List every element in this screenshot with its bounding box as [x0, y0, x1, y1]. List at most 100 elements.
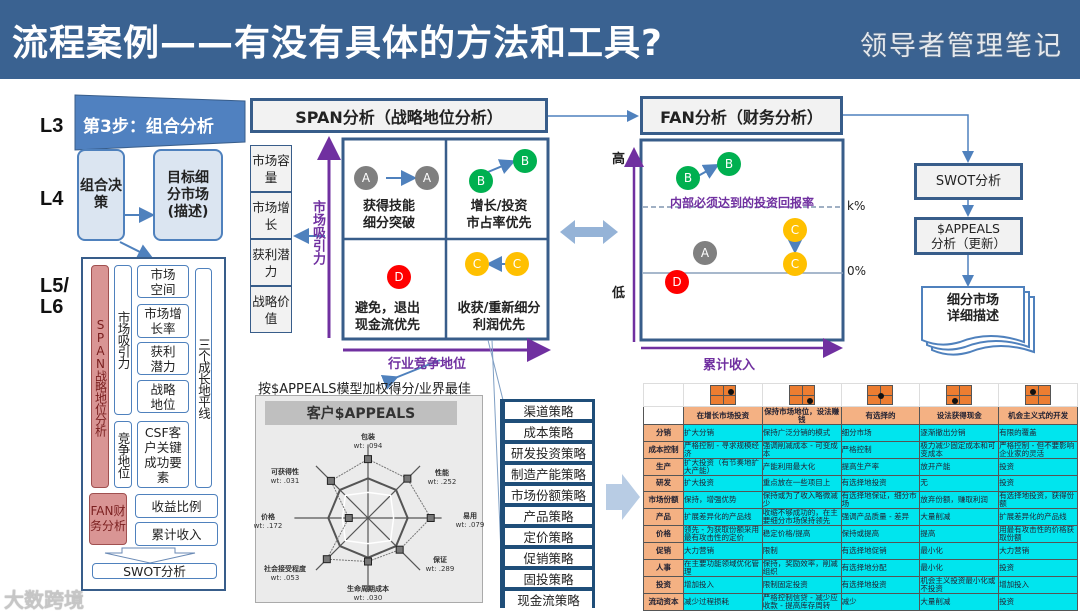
table-cell: 极力减少固定成本和可变成本: [919, 440, 1000, 459]
portfolio-decision-box: 组合决策: [77, 149, 125, 241]
table-row: 产品扩展差异化的产品线收缩不够成功的，在主要细分市场保持领先强调产品质量 - 差…: [643, 508, 1078, 526]
table-cell: 领先 - 为获取份额采用最有攻击性的定价: [683, 525, 763, 543]
table-cell: 投资: [998, 474, 1078, 492]
bubble-c: C: [783, 252, 807, 276]
table-cell: 严格控制: [840, 440, 921, 459]
radar-axis-name: 包装: [361, 433, 375, 441]
table-cell: 重点放在一些项目上: [761, 474, 842, 492]
table-cell: 保持或提高: [840, 525, 921, 543]
strategy-item: 固投策略: [505, 570, 592, 587]
table-cell: 在主要功能领域优化管理: [683, 558, 763, 577]
table-cell: 投资: [998, 558, 1078, 577]
table-cell: 减少过程损耗: [683, 592, 763, 611]
radar-point: [322, 555, 331, 564]
table-cell: 扩大投资: [683, 474, 763, 492]
column-header: 在增长市场投资: [683, 406, 763, 425]
column-header: 机会主义式的开发: [998, 406, 1078, 425]
radar-axis-weight: wt: .094: [353, 442, 383, 450]
table-cell: 有选择地保证，细分市场: [840, 491, 921, 509]
table-cell: 无: [919, 474, 1000, 492]
table-cell: 提高生产率: [840, 457, 921, 476]
matrix-position-icon: [946, 385, 973, 405]
radar-panel: [255, 395, 483, 603]
quadrant-bottom-left: 避免，退出 现金流优先: [355, 301, 421, 333]
bubble-d: D: [665, 270, 689, 294]
table-cell: 严格控制 - 但不要影响企业家的灵活: [998, 440, 1078, 459]
growth-horizons-box: 三个成长地平线: [195, 268, 212, 488]
table-row: 市场份额保持，增强优势保持或为了收入略微减少有选择地保证，细分市场放弃份额，赚取…: [643, 491, 1078, 509]
table-cell: 有限的覆盖: [998, 424, 1078, 442]
table-cell: 强调产品质量 - 差异: [840, 508, 921, 526]
radar-axis-name: 可获得性: [271, 468, 299, 476]
cumulative-revenue-box: 累计收入: [135, 522, 218, 546]
table-cell: 保持或为了收入略微减少: [761, 491, 842, 509]
table-row: 促销大力营销限制有选择地促销最小化大力营销: [643, 542, 1078, 560]
strategy-item: 成本策略: [505, 423, 592, 440]
column-header: 设法获得现金: [919, 406, 1000, 425]
span-factor: 市场增长: [250, 192, 292, 239]
table-cell: 大量削减: [919, 592, 1000, 611]
radar-axis-weight: wt: .031: [270, 477, 300, 485]
radar-axis-name: 易用: [463, 512, 477, 520]
row-header: 促销: [643, 542, 684, 560]
table-cell: 大量削减: [919, 508, 1000, 526]
logo-watermark: 大数跨境: [4, 588, 84, 612]
level-l5-l6: L5/ L6: [40, 275, 69, 318]
swot-box: SWOT分析: [914, 163, 1023, 200]
double-arrow: [560, 220, 618, 244]
table-cell: 用最有攻击性的价格获取份额: [998, 525, 1078, 543]
table-cell: 严格控制信贷 - 减少应收款 - 提高库存周转: [761, 592, 842, 611]
table-row: 投资增加投入限制固定投资有选择地投资机会主义投资最小化或不投资增加投入: [643, 575, 1078, 594]
matrix-position-icon: [709, 385, 736, 405]
table-cell: 保持，奖励效率，削减组织: [761, 558, 842, 577]
table-cell: 细分市场: [840, 424, 921, 442]
radar-title: 客户$APPEALS: [265, 401, 457, 425]
bubble-c: C: [465, 252, 489, 276]
column-header: 有选择的: [840, 406, 921, 425]
matrix-position-icon: [867, 385, 894, 405]
revenue-ratio-box: 收益比例: [135, 494, 218, 518]
fan-header: FAN分析（财务分析）: [640, 96, 843, 135]
span-factor: 市场容量: [250, 145, 292, 192]
table-cell: 扩大投资（有节奏地扩大产能）: [683, 457, 763, 476]
fan-to-swot-line: [843, 114, 974, 163]
bubble-b: B: [469, 169, 493, 193]
fan-plot-frame: [639, 138, 845, 342]
radar-spoke: [315, 465, 369, 519]
strategy-item: 现金流策略: [505, 591, 592, 608]
table-cell: 大力营销: [683, 542, 763, 560]
radar-point: [403, 474, 412, 483]
fan-low-label: 低: [612, 286, 626, 301]
span-y-axis-label: 市场吸引力: [310, 200, 325, 265]
table-cell: 逐渐撤出分销: [919, 424, 1000, 442]
table-cell: 有选择地投资: [840, 474, 921, 492]
row-header: 分销: [643, 424, 684, 442]
table-cell: 稳定价格/提高: [761, 525, 842, 543]
competition-box: 竞争地位: [114, 421, 132, 488]
strategy-item: 制造产能策略: [505, 465, 592, 482]
table-cell: 减少: [840, 592, 921, 611]
table-cell: 有选择地投资: [840, 575, 921, 594]
radar-point: [364, 557, 372, 566]
decision-to-l56-arrow: [119, 241, 154, 259]
table-cell: 最小化: [919, 558, 1000, 577]
radar-score-polygon: [326, 458, 432, 563]
radar-spoke: [367, 517, 421, 571]
radar-axis-name: 性能: [435, 469, 449, 477]
table-cell: 严格控制 - 寻求规模经济: [683, 440, 763, 459]
appeals-box: $APPEALS 分析（更新）: [914, 217, 1023, 255]
row-header: 研发: [643, 474, 684, 492]
document-stack-shape: [921, 286, 1035, 356]
down-arrow-shape: [104, 547, 196, 564]
table-cell: 提高: [919, 525, 1000, 543]
radar-axis-name: 社会接受程度: [264, 565, 306, 573]
table-cell: 产能利用最大化: [761, 457, 842, 476]
row-header: 市场份额: [643, 491, 684, 509]
strategy-item: 研发投资策略: [505, 444, 592, 461]
table-cell: 放开产能: [919, 457, 1000, 476]
table-cell: 投资: [998, 457, 1078, 476]
